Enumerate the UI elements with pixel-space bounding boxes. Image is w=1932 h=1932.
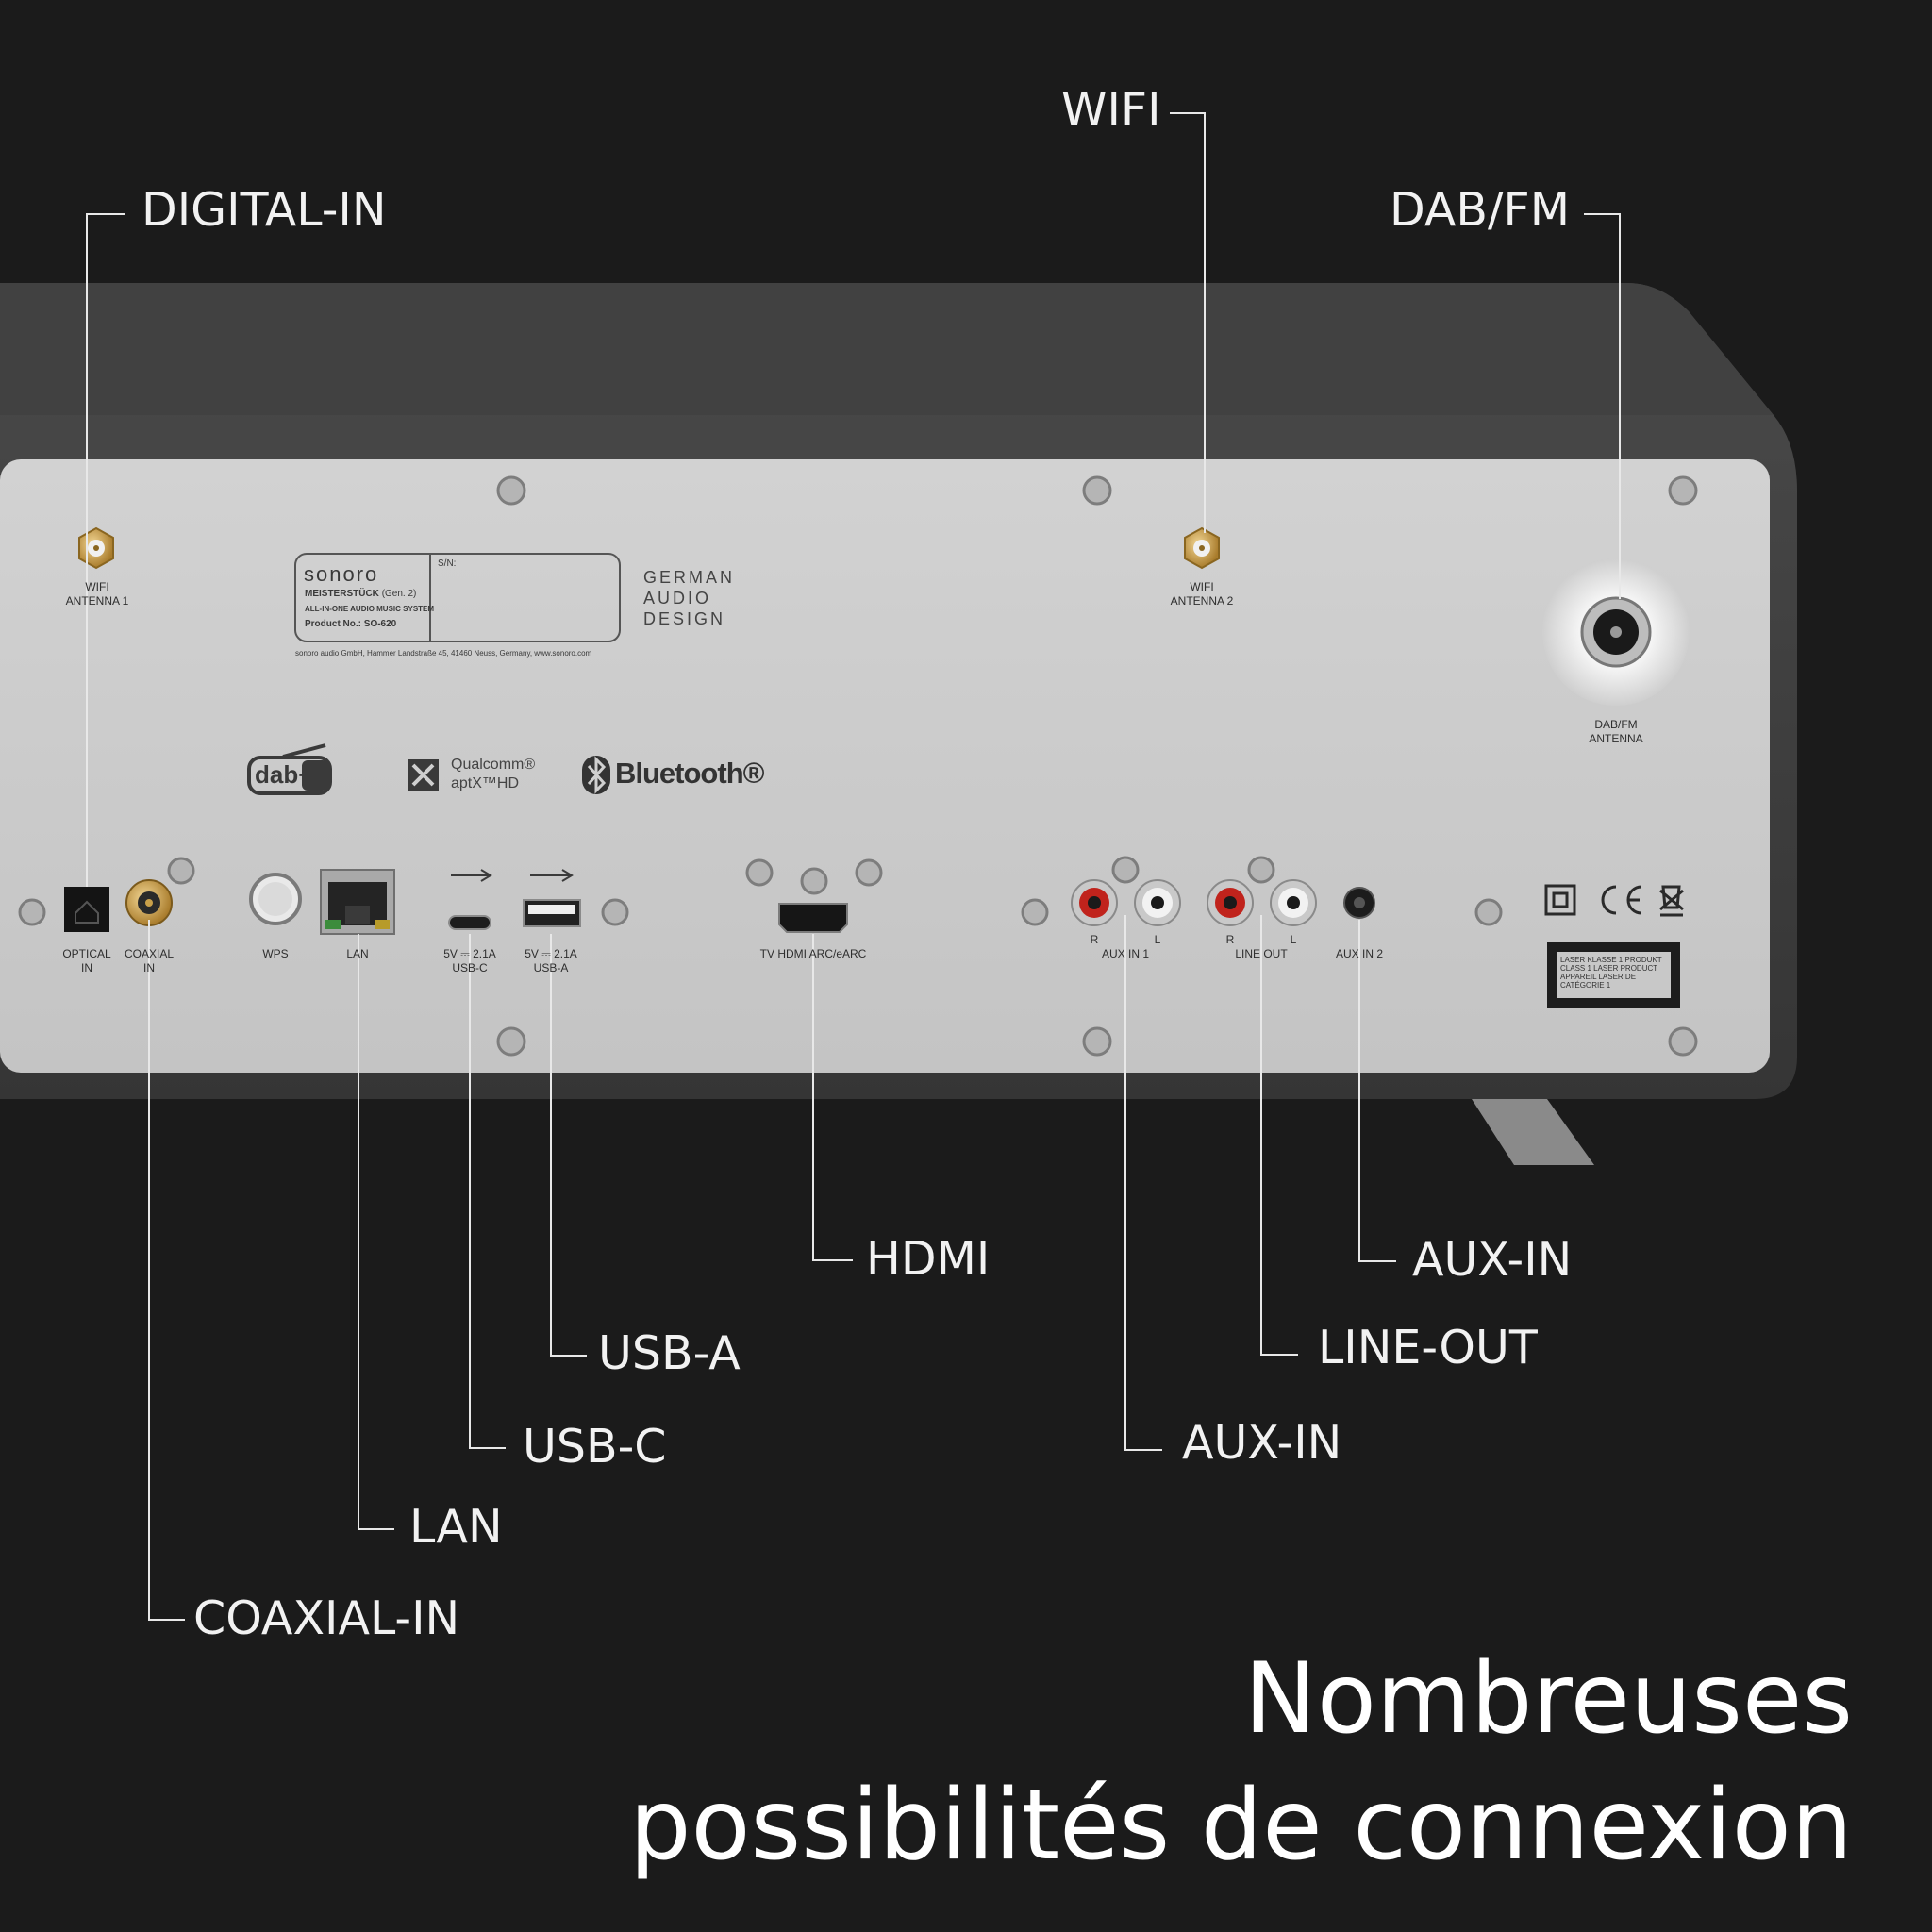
wps-label: WPS [262,947,289,960]
callout-hdmi: HDMI [866,1232,991,1286]
chassis-foot [1472,1099,1594,1165]
sticker-model: MEISTERSTÜCK (Gen. 2) [305,589,417,599]
rear-panel [0,459,1770,1073]
qualcomm-aptx-text: Qualcomm®aptX™HD [451,757,536,791]
bluetooth-logo-text: Bluetooth® [615,757,764,790]
aux-in-1-r-label: R [1090,933,1099,946]
aux-in-1-label: AUX IN 1 [1101,947,1149,960]
callout-lines [86,112,1621,1621]
sticker-product-no: Product No.: SO-620 [305,619,397,629]
callout-coaxial-in: COAXIAL-IN [193,1591,460,1645]
headline-line-2: possibilités de connexion [629,1769,1853,1882]
line-out-l-label: L [1290,933,1297,946]
dab-plus-logo [247,743,332,795]
aux-in-1-r-jack [1071,879,1118,926]
callout-lan: LAN [409,1500,503,1554]
callout-aux-in-2: AUX-IN [1412,1233,1573,1287]
screws [18,475,1698,1057]
usb-a-port [523,869,581,927]
aux-in-2-label: AUX IN 2 [1335,947,1383,960]
callout-line-out: LINE-OUT [1318,1321,1538,1374]
sticker-serial: S/N: [438,558,457,569]
callout-usb-c: USB-C [523,1420,667,1474]
aux-in-1-l-label: L [1154,933,1161,946]
coaxial-in-port [125,879,173,926]
bluetooth-logo [582,756,610,794]
qualcomm-aptx-logo [408,759,439,791]
sticker-address: sonoro audio GmbH, Hammer Landstraße 45,… [295,649,592,658]
dab-logo-text: dab+ [255,760,313,789]
optical-in-port [64,887,109,932]
line-out-label: LINE OUT [1235,947,1288,960]
product-label-sticker [294,553,621,642]
lan-label: LAN [346,947,369,960]
hdmi-label: TV HDMI ARC/eARC [759,947,867,960]
certification-marks [1544,884,1684,917]
wifi-antenna-2-connector [1184,526,1220,570]
callout-digital-in: DIGITAL-IN [142,183,387,237]
callout-dab-fm: DAB/FM [1390,183,1570,237]
callout-aux-in-1: AUX-IN [1182,1416,1342,1470]
lan-port [320,869,395,935]
sticker-system: ALL-IN-ONE AUDIO MUSIC SYSTEM [305,605,435,613]
line-out-l-jack [1270,879,1317,926]
wps-button [249,873,302,925]
dab-antenna-connector [1542,558,1690,706]
chassis-top-edge [0,283,1774,415]
wifi-antenna-1-connector [78,526,114,570]
callout-usb-a: USB-A [598,1326,741,1380]
aux-in-1-l-jack [1134,879,1181,926]
callout-wifi: WIFI [1061,83,1161,137]
headline-line-1: Nombreuses [1243,1642,1853,1756]
line-out-r-label: R [1225,933,1235,946]
sticker-brand: sonoro [304,562,379,586]
usb-c-port [448,869,492,930]
hdmi-port [778,903,848,933]
aux-in-2-jack [1343,887,1375,919]
line-out-r-jack [1207,879,1254,926]
